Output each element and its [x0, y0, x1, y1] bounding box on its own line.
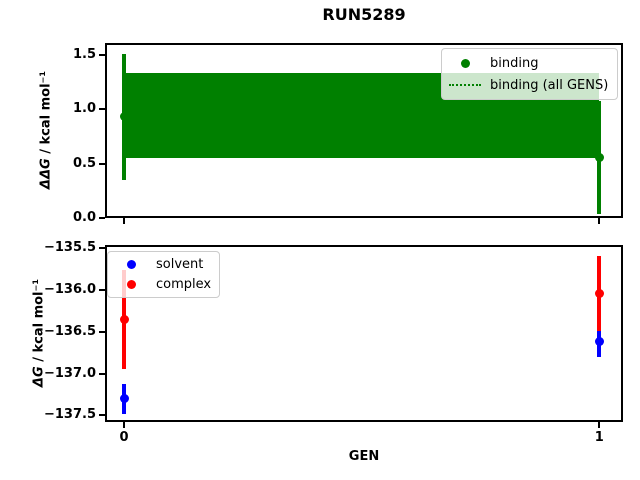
legend-handle — [449, 84, 481, 86]
marker-complex — [119, 314, 129, 324]
legend-label: complex — [156, 276, 212, 292]
marker-complex — [594, 288, 604, 298]
legend-handle — [115, 260, 147, 270]
y-axis-label-bottom-units: / kcal mol⁻¹ — [31, 278, 47, 367]
legend-entry-solvent: solvent — [115, 257, 212, 272]
y-tick-mark — [99, 372, 105, 375]
y-tick-mark — [99, 217, 105, 219]
y-tick-mark — [99, 108, 105, 111]
solvent-marker-icon — [126, 260, 136, 270]
marker-binding — [119, 112, 129, 122]
axes-bottom-solvent-complex — [105, 245, 623, 422]
y-tick-label: −135.5 — [43, 240, 96, 256]
y-tick-label: −136.5 — [43, 323, 96, 339]
y-axis-label-top-units: / kcal mol⁻¹ — [38, 70, 54, 159]
y-tick-label: 0.5 — [72, 155, 96, 171]
legend-entry-complex: complex — [115, 277, 212, 292]
y-axis-label-bottom-math: ΔG — [31, 366, 47, 388]
marker-solvent — [594, 336, 604, 346]
y-tick-label: 1.5 — [72, 46, 96, 62]
y-axis-label-top: ΔΔG / kcal mol⁻¹ — [39, 71, 54, 189]
legend-handle — [115, 279, 147, 289]
y-tick-label: 1.0 — [72, 101, 96, 117]
marker-solvent — [119, 394, 129, 404]
y-tick-mark — [99, 247, 105, 250]
y-tick-label: −137.0 — [43, 365, 96, 381]
x-tick-mark — [123, 422, 125, 428]
legend-bottom: solvent complex — [107, 251, 220, 298]
axes-top-binding — [105, 43, 623, 218]
legend-label: solvent — [156, 257, 204, 273]
y-tick-mark — [99, 330, 105, 333]
y-tick-mark — [99, 289, 105, 292]
dotted-line-icon — [449, 84, 481, 86]
y-tick-label: −137.5 — [43, 407, 96, 423]
legend-handle — [449, 58, 481, 68]
x-tick-mark — [598, 422, 601, 428]
legend-label: binding — [490, 55, 539, 71]
y-axis-label-top-math: ΔΔG — [38, 158, 54, 190]
y-axis-label-bottom: ΔG / kcal mol⁻¹ — [32, 279, 47, 387]
legend-label: binding (all GENS) — [490, 77, 609, 93]
legend-top: binding binding (all GENS) — [441, 48, 618, 100]
y-tick-mark — [99, 414, 105, 417]
y-tick-mark — [99, 162, 105, 165]
x-axis-label: GEN — [348, 449, 380, 464]
y-tick-label: 0.0 — [72, 210, 96, 225]
x-tick-label: 0 — [119, 430, 129, 445]
x-tick-mark — [598, 218, 601, 224]
y-tick-label: −136.0 — [43, 282, 96, 298]
binding-marker-icon — [460, 58, 470, 68]
legend-entry-binding-all-gens: binding (all GENS) — [449, 78, 610, 93]
figure-title: RUN5289 — [322, 5, 406, 24]
legend-entry-binding: binding — [449, 56, 610, 71]
complex-marker-icon — [126, 279, 136, 289]
marker-binding — [594, 152, 604, 162]
x-tick-mark — [123, 218, 125, 224]
x-tick-label: 1 — [594, 430, 604, 445]
y-tick-mark — [99, 53, 105, 56]
